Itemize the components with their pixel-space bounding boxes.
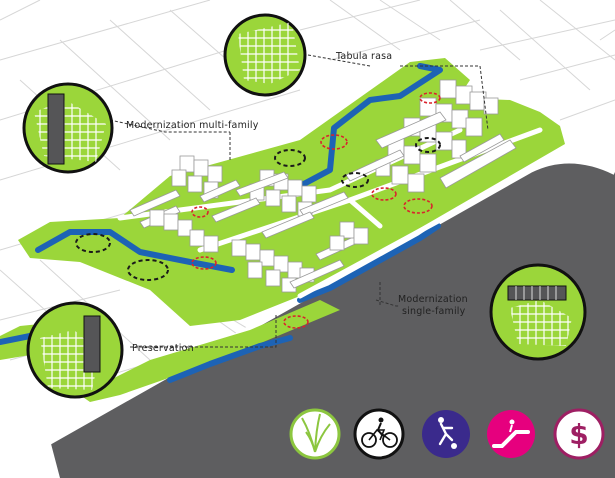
- building-cluster-left: [129, 155, 261, 253]
- road-edge: [40, 157, 615, 449]
- building-cluster-lower: [231, 211, 369, 293]
- icon-row: $: [289, 408, 605, 460]
- soccer-player-icon: [422, 410, 470, 458]
- label-preservation: Preservation: [132, 343, 194, 354]
- road-area: [50, 159, 615, 478]
- building-cluster-upper-right: [375, 79, 517, 193]
- callout-modernization-multi: Modernization multi-family: [22, 82, 259, 174]
- slab-upper-mid: [345, 149, 405, 182]
- dollar-icon: $: [553, 408, 605, 460]
- escalator-icon: [487, 410, 535, 458]
- callout-modernization-single: Modernization single-family: [398, 263, 587, 361]
- dashed-circles-red: [191, 92, 441, 329]
- green-strip-lower: [80, 300, 340, 402]
- label-tabula-rasa: Tabula rasa: [335, 51, 392, 62]
- bicycle-icon: [353, 408, 405, 460]
- dashed-circles-black: [75, 137, 441, 281]
- canals: [0, 63, 443, 383]
- label-modernization-single-line2: single-family: [402, 306, 466, 317]
- label-modernization-multi: Modernization multi-family: [126, 120, 259, 131]
- grass-icon: [289, 408, 341, 460]
- callout-preservation: Preservation: [26, 301, 194, 399]
- label-modernization-single-line1: Modernization: [398, 294, 468, 305]
- leader-lines: [109, 54, 489, 348]
- svg-text:$: $: [569, 418, 588, 451]
- callout-tabula-rasa: Tabula rasa: [223, 13, 392, 97]
- buildings: [129, 79, 517, 293]
- building-cluster-middle: [235, 169, 349, 217]
